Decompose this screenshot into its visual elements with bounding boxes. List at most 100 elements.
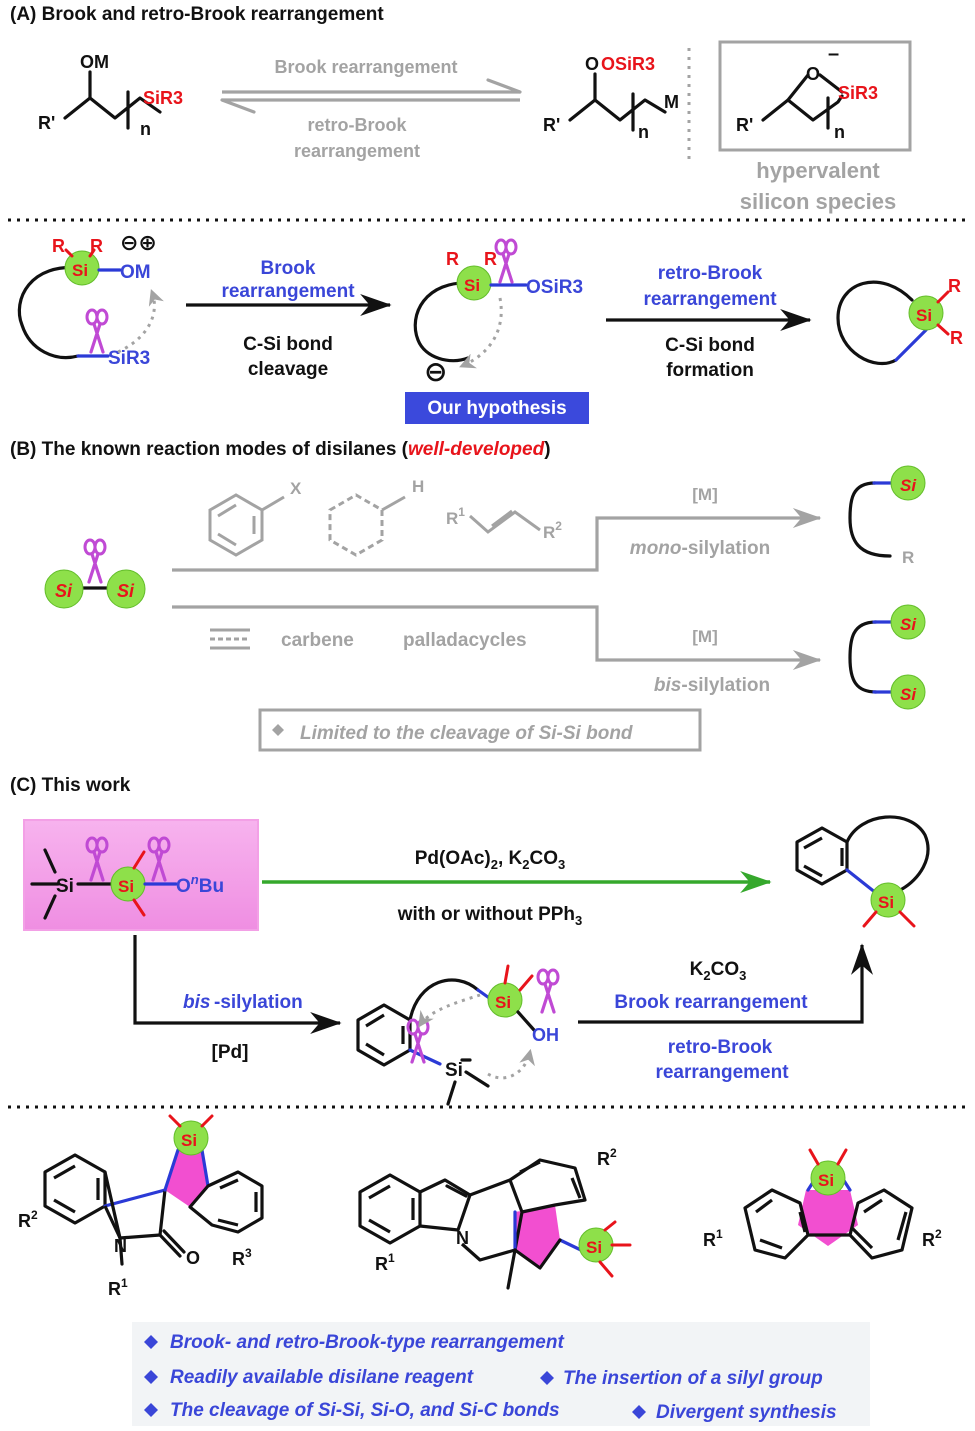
svg-text:OSiR3: OSiR3 — [526, 277, 583, 298]
highlight-item-2: Readily available disilane reagent — [144, 1367, 474, 1388]
svg-text:R: R — [950, 328, 963, 348]
step2-line2: rearrangement — [643, 289, 777, 310]
svg-text:The insertion of a silyl grou: The insertion of a silyl group — [563, 1368, 823, 1389]
diamond-bullet — [144, 1335, 158, 1349]
svg-text:Si: Si — [818, 1171, 834, 1190]
bis-silylation-arrow — [172, 605, 822, 670]
svg-text:Si: Si — [445, 1060, 463, 1081]
svg-text:SiR3: SiR3 — [108, 348, 150, 369]
svg-text:Si: Si — [900, 476, 917, 495]
dibenzosilole-product: Si R1 R2 — [703, 1148, 942, 1260]
svg-text:–: – — [828, 43, 839, 65]
svg-text:R1: R1 — [703, 1227, 723, 1250]
spirooxindole-product: N O R1 R2 Si R3 — [18, 1114, 264, 1299]
svg-text:R: R — [902, 548, 914, 567]
aryl-halide-icon — [208, 493, 285, 557]
bis-silylated-intermediate: Si OH Si — [356, 964, 560, 1106]
svg-text:⊖: ⊖ — [424, 356, 447, 387]
h-label: H — [412, 477, 424, 496]
svg-text:Si: Si — [55, 581, 73, 601]
svg-text:R': R' — [38, 113, 55, 133]
svg-text:O: O — [186, 1248, 200, 1268]
svg-text:Si: Si — [878, 893, 894, 912]
benzosilacycle-product: Si — [795, 815, 930, 928]
svg-text:R: R — [446, 249, 459, 269]
svg-text:Divergent synthesis: Divergent synthesis — [656, 1402, 837, 1423]
limitation-box — [258, 708, 702, 752]
svg-text:The cleavage of Si-Si, Si-O, a: The cleavage of Si-Si, Si-O, and Si-C bo… — [170, 1400, 560, 1421]
indolo-silole-product: N R1 R2 Si — [358, 1146, 632, 1290]
rearrangement-path — [578, 943, 873, 1024]
brook-label: Brook rearrangement — [274, 57, 457, 77]
step1-line1: Brook — [261, 258, 316, 279]
limitation-label: Limited to the cleavage of Si-Si bond — [300, 723, 633, 744]
retro-brook-line1: retro-Brook — [668, 1037, 773, 1058]
diamond-bullet — [540, 1371, 554, 1385]
svg-text:R3: R3 — [232, 1246, 252, 1269]
svg-text:R': R' — [736, 115, 753, 135]
pd-label: [Pd] — [212, 1042, 249, 1063]
bis-silylation-path — [133, 935, 342, 1034]
highlight-item-1: Brook- and retro-Brook-type rearrangemen… — [144, 1332, 564, 1353]
aryne-icon — [328, 493, 406, 557]
svg-text:Si: Si — [117, 581, 135, 601]
svg-text:R: R — [948, 276, 961, 296]
svg-text:n: n — [638, 122, 649, 142]
svg-text:N: N — [456, 1228, 469, 1248]
r2-label: R2 — [543, 519, 562, 542]
x-label: X — [290, 479, 302, 498]
highlight-item-5: Divergent synthesis — [632, 1402, 837, 1423]
svg-text:n: n — [140, 119, 151, 139]
top-conditions: with or without PPh3 — [397, 904, 583, 928]
step1-line2: rearrangement — [221, 281, 355, 302]
svg-text:Si: Si — [900, 685, 917, 704]
highlight-item-3: The insertion of a silyl group — [540, 1368, 823, 1389]
hypothesis-badge-label: Our hypothesis — [427, 398, 566, 419]
retro-brook-line2: rearrangement — [655, 1062, 789, 1083]
m-bottom: [M] — [692, 627, 717, 646]
step1-line3: C-Si bond — [243, 334, 333, 355]
bis-silylation-label: bis-silylation — [654, 675, 770, 696]
svg-text:R2: R2 — [18, 1208, 38, 1231]
diamond-bullet — [144, 1370, 158, 1384]
hypothesis-product: Si R R — [836, 276, 963, 366]
alkene-icon — [469, 509, 541, 534]
svg-text:R1: R1 — [375, 1251, 395, 1274]
carbene-label: carbene — [281, 630, 354, 651]
svg-text:R2: R2 — [922, 1227, 942, 1250]
retro-brook-label-2: rearrangement — [294, 141, 420, 161]
r1-label: R1 — [446, 505, 465, 528]
k2co3-label: K2CO3 — [690, 959, 747, 983]
equilibrium-arrow — [220, 78, 522, 114]
brook-product: O OSiR3 R' n M — [543, 54, 679, 142]
svg-text:Si: Si — [916, 306, 932, 325]
mono-silylation-arrow — [172, 508, 822, 572]
svg-text:OM: OM — [120, 262, 151, 283]
hypothesis-substrate: Si R R OM ⊖⊕ SiR3 — [17, 230, 164, 369]
svg-text:M: M — [664, 92, 679, 112]
svg-text:Si: Si — [72, 261, 88, 280]
bis-label-rest: -silylation — [214, 992, 303, 1013]
svg-text:N: N — [114, 1236, 127, 1256]
svg-text:OH: OH — [532, 1025, 559, 1045]
silyl-reagent: Si Si OnBu — [30, 836, 224, 920]
diamond-bullet — [144, 1403, 158, 1417]
svg-text:Si: Si — [586, 1238, 602, 1257]
step2-line1: retro-Brook — [658, 263, 763, 284]
bis-label-em: bis — [183, 992, 210, 1013]
svg-text:R': R' — [543, 115, 560, 135]
retro-brook-label: retro-Brook — [307, 115, 407, 135]
panel-b-title: (B) The known reaction modes of disilane… — [10, 439, 551, 460]
svg-text:⊖⊕: ⊖⊕ — [120, 230, 157, 255]
highlight-item-4: The cleavage of Si-Si, Si-O, and Si-C bo… — [144, 1400, 560, 1421]
svg-text:R2: R2 — [597, 1146, 617, 1169]
hypothesis-intermediate: Si R R OSiR3 ⊖ — [413, 238, 583, 387]
hypervalent-silicon-box: O – SiR3 R' n — [718, 40, 912, 152]
top-reagents: Pd(OAc)2, K2CO3 — [415, 848, 565, 872]
diamond-bullet — [272, 724, 284, 736]
panel-a-title: (A) Brook and retro-Brook rearrangement — [10, 4, 384, 25]
svg-text:Si: Si — [464, 276, 480, 295]
svg-text:Si: Si — [118, 877, 134, 896]
highlights-box — [132, 1322, 870, 1426]
